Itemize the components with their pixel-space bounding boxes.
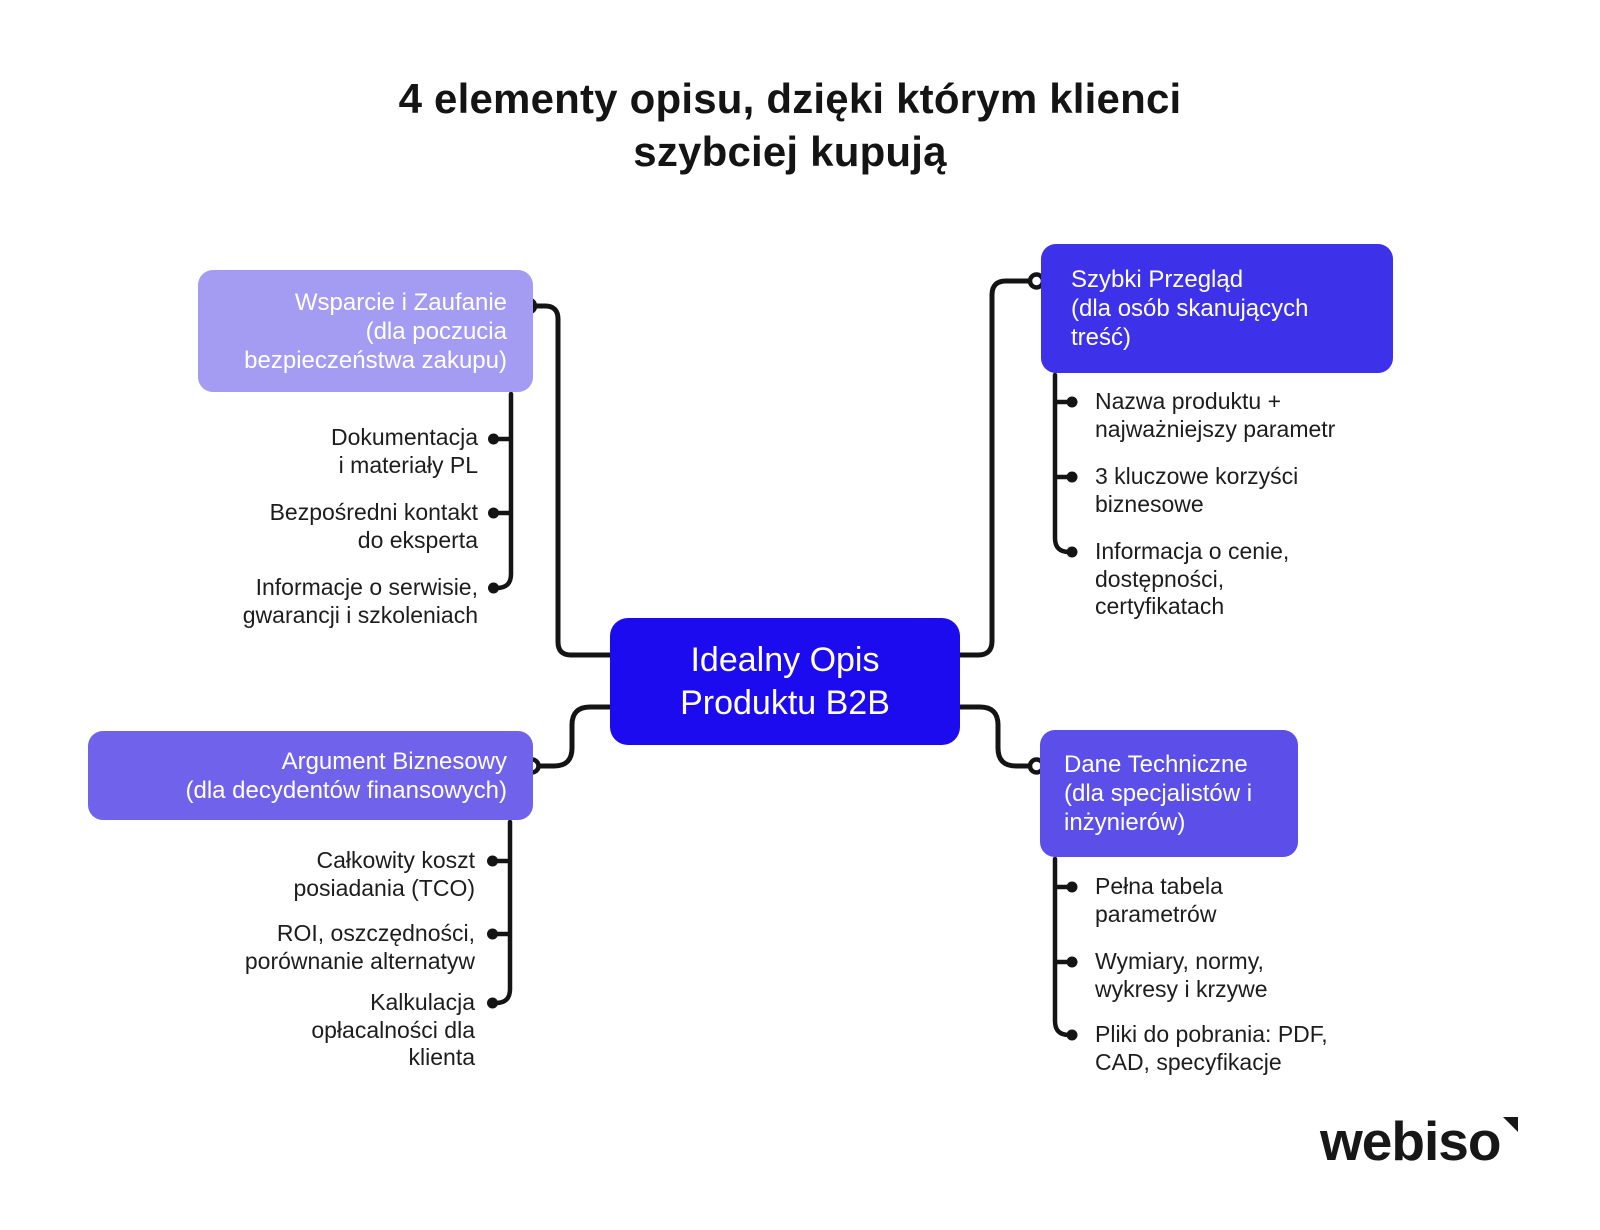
bullet-dot — [488, 507, 499, 519]
branch-node-dane: Dane Techniczne (dla specjalistów i inży… — [1040, 730, 1298, 857]
branch-node-argument-label: Argument Biznesowy (dla decydentów finan… — [185, 747, 507, 804]
logo-apostrophe-mark-icon — [1503, 1117, 1519, 1132]
connector-bottom-right — [957, 704, 1032, 769]
bullet-dot — [1066, 546, 1078, 558]
leaf-item-szybki-3: Informacja o cenie, dostępności, certyfi… — [1095, 538, 1290, 619]
branch-node-szybki: Szybki Przegląd (dla osób skanujących tr… — [1041, 244, 1393, 373]
leaf-item-szybki-1: Nazwa produktu + najważniejszy parametr — [1095, 388, 1336, 442]
connector-top-right — [957, 278, 1032, 658]
spine-top-left — [494, 391, 514, 591]
bullet-dot — [488, 582, 499, 594]
bullet-dot — [1066, 956, 1078, 968]
leaf-item-argument-3: Kalkulacja opłacalności dla klienta — [311, 989, 475, 1070]
bullet-dot — [487, 997, 498, 1009]
branch-node-argument: Argument Biznesowy (dla decydentów finan… — [88, 731, 533, 820]
page-title: 4 elementy opisu, dzięki którym klienci … — [398, 75, 1182, 175]
leaf-item-wsparcie-2: Bezpośredni kontakt do eksperta — [269, 499, 478, 553]
leaf-item-wsparcie-1: Dokumentacja i materiały PL — [330, 424, 478, 478]
bullet-dot — [488, 433, 499, 445]
leaf-item-argument-1: Całkowity koszt posiadania (TCO) — [293, 847, 475, 901]
central-node: Idealny Opis Produktu B2B — [610, 618, 960, 745]
bullet-dot — [1066, 471, 1078, 483]
bullet-dot — [1066, 881, 1078, 893]
webiso-logo-text: webiso — [1320, 1110, 1501, 1172]
leaf-item-dane-1: Pełna tabela parametrów — [1095, 873, 1223, 927]
bullet-dot — [1066, 396, 1078, 408]
connector-bottom-left — [537, 704, 613, 769]
branch-node-szybki-label: Szybki Przegląd (dla osób skanujących tr… — [1071, 266, 1309, 351]
leaf-item-dane-3: Pliki do pobrania: PDF, CAD, specyfikacj… — [1095, 1021, 1328, 1075]
bullet-dot — [487, 855, 498, 867]
branch-node-dane-label: Dane Techniczne (dla specjalistów i inży… — [1064, 751, 1253, 836]
leaf-item-dane-2: Wymiary, normy, wykresy i krzywe — [1095, 948, 1268, 1002]
branch-node-wsparcie: Wsparcie i Zaufanie (dla poczucia bezpie… — [198, 270, 533, 392]
branch-node-wsparcie-label: Wsparcie i Zaufanie (dla poczucia bezpie… — [244, 288, 507, 374]
leaf-item-szybki-2: 3 kluczowe korzyści biznesowe — [1095, 463, 1299, 517]
bullet-dot — [487, 928, 498, 940]
webiso-logo: webiso — [1320, 1110, 1519, 1172]
bullet-dot — [1066, 1029, 1078, 1041]
connector-top-left — [533, 303, 613, 658]
leaf-item-argument-2: ROI, oszczędności, porównanie alternatyw — [244, 920, 475, 974]
leaf-item-wsparcie-3: Informacje o serwisie, gwarancji i szkol… — [242, 574, 478, 628]
central-node-label: Idealny Opis Produktu B2B — [680, 640, 890, 722]
spine-bottom-left — [493, 819, 513, 1006]
